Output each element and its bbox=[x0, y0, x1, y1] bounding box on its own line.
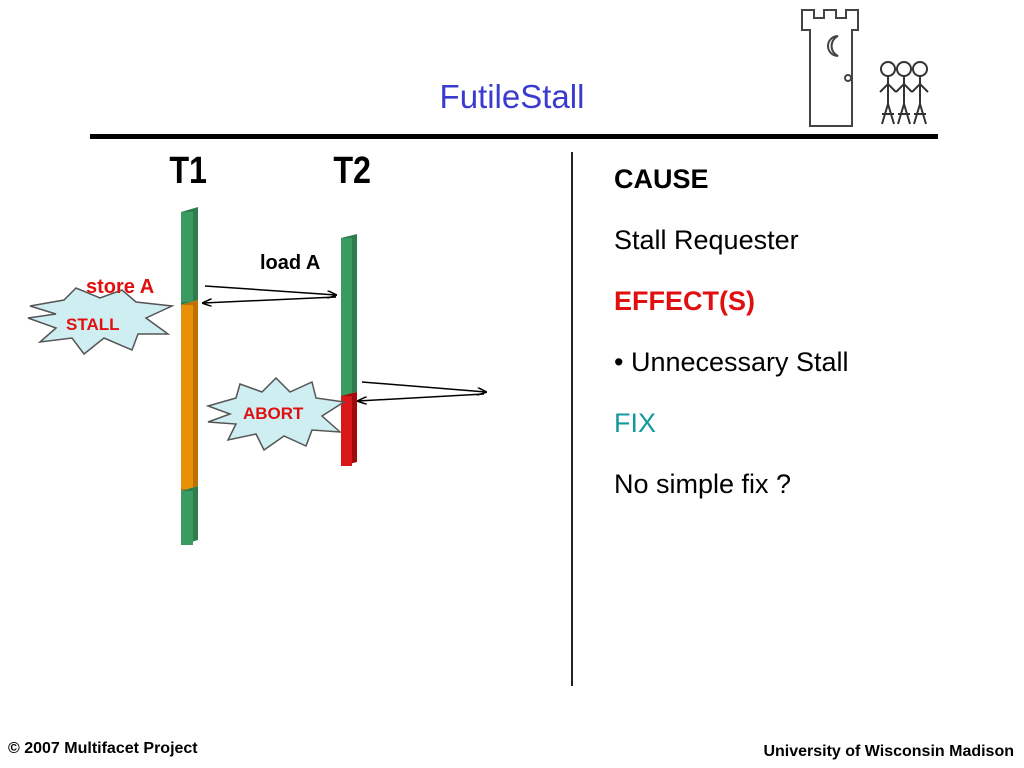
t2-running-segment bbox=[341, 238, 352, 396]
effect-heading: EFFECT(S) bbox=[614, 286, 755, 316]
request-in-arrow bbox=[358, 393, 485, 401]
t2-aborted-segment bbox=[341, 396, 352, 466]
footer-copyright: © 2007 Multifacet Project bbox=[8, 740, 198, 757]
store-label: store A bbox=[86, 276, 155, 298]
nack-arrow bbox=[203, 296, 337, 303]
cause-heading: CAUSE bbox=[614, 164, 709, 194]
t1-resumed-segment bbox=[181, 491, 193, 545]
t2-timeline bbox=[341, 234, 357, 466]
footer-institution: University of Wisconsin Madison bbox=[763, 743, 1014, 760]
t1-running-segment bbox=[181, 212, 193, 302]
stall-burst-icon bbox=[27, 287, 175, 356]
fix-text: No simple fix ? bbox=[614, 469, 792, 499]
effect-item: • Unnecessary Stall bbox=[614, 347, 849, 377]
thread-label-t2: T2 bbox=[333, 150, 372, 192]
fix-heading: FIX bbox=[614, 408, 657, 438]
slide-title: FutileStall bbox=[439, 78, 585, 115]
cause-effect-panel: CAUSE Stall Requester EFFECT(S) • Unnece… bbox=[614, 164, 1014, 530]
t1-timeline bbox=[181, 207, 198, 545]
cause-text: Stall Requester bbox=[614, 225, 799, 255]
request-out-arrow bbox=[361, 381, 486, 392]
castle-logo-icon bbox=[801, 9, 929, 127]
t1-stalled-segment bbox=[181, 305, 193, 489]
thread-label-t1: T1 bbox=[169, 150, 208, 192]
abort-label: ABORT bbox=[243, 404, 304, 423]
conflict-diagram bbox=[27, 207, 560, 545]
title-divider bbox=[90, 134, 938, 139]
abort-burst-icon bbox=[205, 376, 347, 452]
stall-label: STALL bbox=[66, 315, 120, 334]
load-request-arrow bbox=[204, 285, 336, 295]
load-label: load A bbox=[260, 252, 321, 274]
column-divider bbox=[571, 152, 573, 686]
